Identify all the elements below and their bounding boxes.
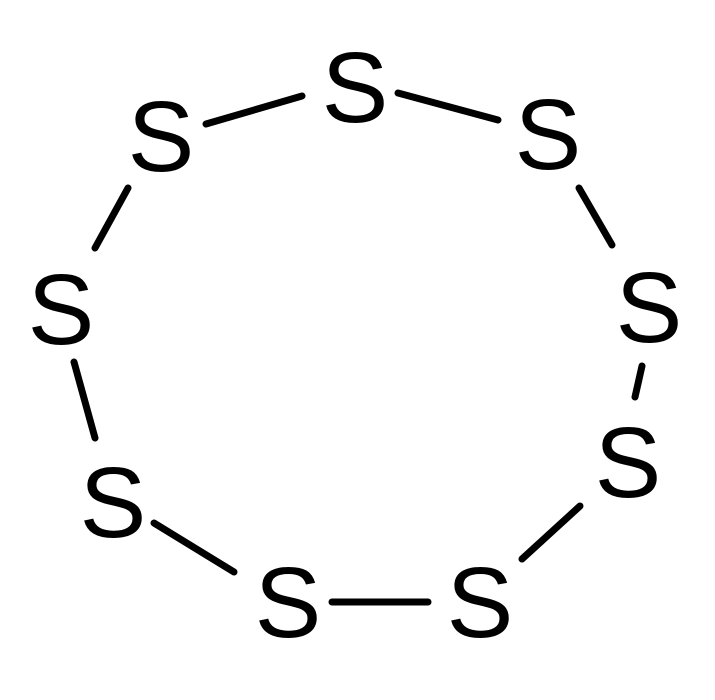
atom-label-s7: S <box>595 407 662 519</box>
bond-s6-s7 <box>518 502 584 563</box>
bond-s2-s3 <box>91 184 132 252</box>
atom-label-s9: S <box>515 79 582 191</box>
atom-label-s1: S <box>322 32 389 144</box>
bond-s8-s9 <box>575 184 616 249</box>
atom-label-s6: S <box>447 547 514 659</box>
bond-s4-s5 <box>150 519 238 576</box>
atom-label-s5: S <box>255 547 322 659</box>
bond-s7-s8 <box>631 362 646 401</box>
atom-label-s3: S <box>28 254 95 366</box>
atom-label-s4: S <box>80 447 147 559</box>
atom-label-s2: S <box>128 81 195 193</box>
atom-label-s8: S <box>616 252 683 364</box>
atom-layer: S S S S S S S S S <box>28 32 683 659</box>
bond-s3-s4 <box>70 358 99 442</box>
bond-s9-s1 <box>394 89 502 124</box>
bond-s1-s2 <box>202 92 306 128</box>
bond-layer <box>70 89 646 606</box>
